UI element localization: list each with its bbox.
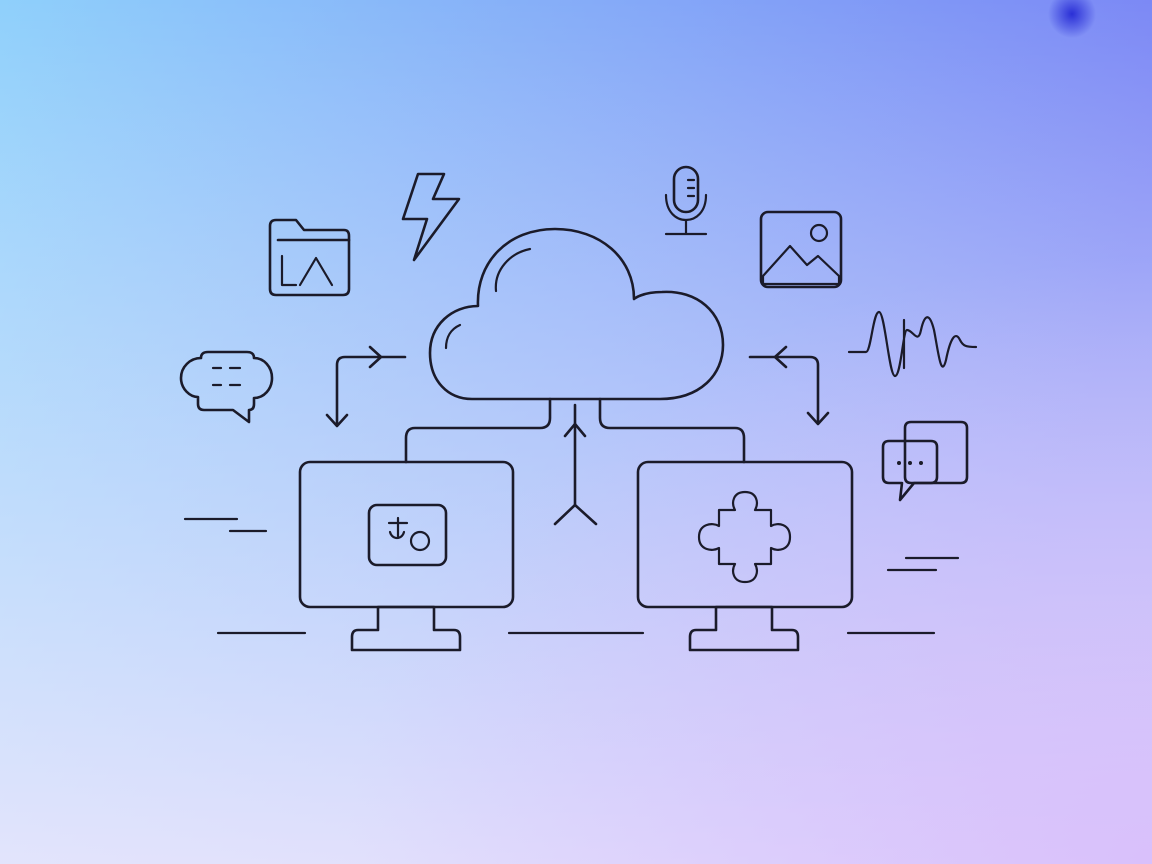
network-connector [404, 397, 746, 464]
chat-bubble-icon [179, 350, 274, 424]
monitor-icon [636, 460, 854, 652]
chat-bubbles-icon [881, 420, 969, 502]
cloud-icon [428, 227, 725, 401]
puzzle-piece-icon [697, 490, 792, 584]
ground-lines [183, 517, 960, 635]
corner-dot [1048, 0, 1096, 38]
sound-wave-icon [847, 310, 978, 378]
lightning-bolt-icon [401, 172, 461, 262]
microphone-icon [664, 165, 708, 236]
arrow-icon [748, 345, 830, 426]
folder-icon [268, 218, 351, 297]
arrow-icon [325, 345, 407, 428]
monitor-icon [298, 460, 515, 652]
image-icon [759, 210, 843, 289]
translate-icon [367, 503, 448, 567]
upload-arrow-icon [553, 403, 598, 526]
